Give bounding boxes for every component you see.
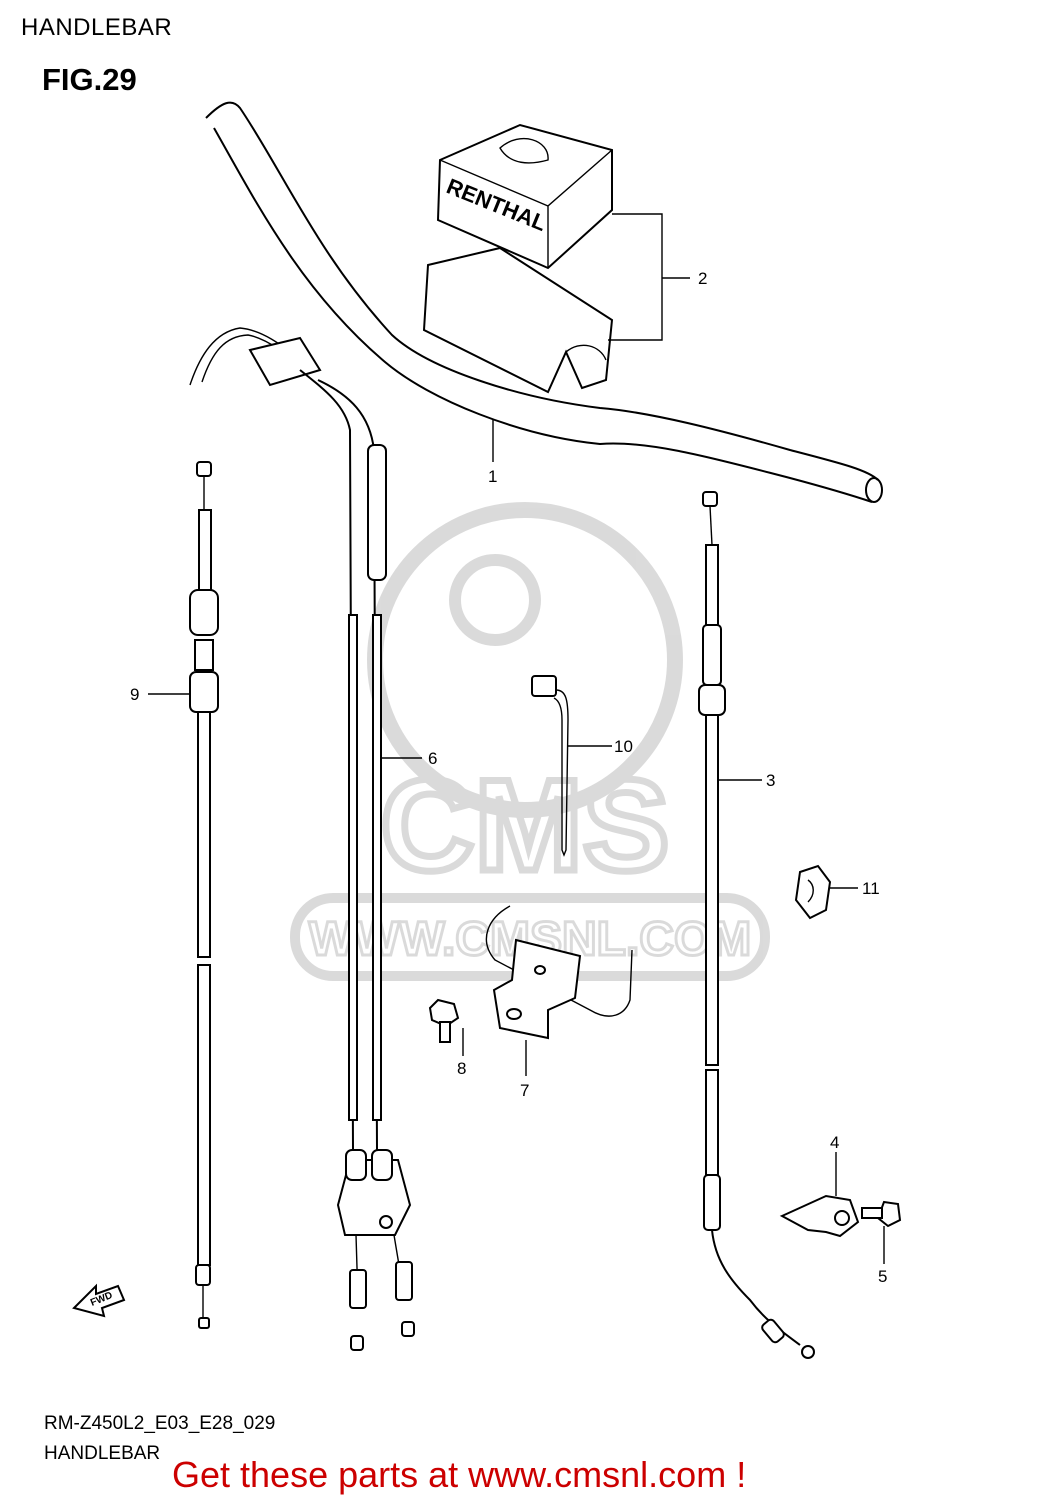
hot-start-cable xyxy=(189,461,219,1329)
callout-label-2: 2 xyxy=(698,269,707,288)
diagram-model-code: RM-Z450L2_E03_E28_029 xyxy=(44,1413,276,1434)
callout-label-5: 5 xyxy=(878,1267,887,1286)
promo-link[interactable]: Get these parts at www.cmsnl.com ! xyxy=(172,1454,747,1495)
callout-bracket-2 xyxy=(608,213,690,341)
callout-label-6: 6 xyxy=(428,749,437,768)
figure-number: FIG.29 xyxy=(42,62,137,97)
throttle-cable-set xyxy=(189,327,415,1351)
bracket xyxy=(485,905,633,1040)
cable-clamp xyxy=(794,864,832,920)
callout-label-1: 1 xyxy=(488,467,497,486)
callout-label-4: 4 xyxy=(830,1133,839,1152)
clutch-cable xyxy=(698,491,815,1359)
throttle-adjuster-sleeve xyxy=(367,444,387,581)
callout-label-11: 11 xyxy=(862,879,880,898)
page-header-title: HANDLEBAR xyxy=(21,14,173,41)
cable-guide xyxy=(779,1194,860,1238)
callout-label-7: 7 xyxy=(520,1081,529,1100)
watermark-goggles xyxy=(449,554,541,646)
watermark-logo: CMS xyxy=(381,752,670,898)
callout-label-3: 3 xyxy=(766,771,775,790)
wiring-lead xyxy=(531,675,569,857)
diagram-footer-title: HANDLEBAR xyxy=(44,1443,161,1464)
callout-label-9: 9 xyxy=(130,685,139,704)
callout-label-8: 8 xyxy=(457,1059,466,1078)
handlebar xyxy=(205,101,883,503)
handlebar-pad-set: RENTHAL xyxy=(422,123,614,394)
guide-bolt xyxy=(861,1200,902,1228)
bracket-bolt xyxy=(428,998,460,1043)
callout-label-10: 10 xyxy=(614,737,633,756)
cms-watermark: CMS WWW.CMSNL.COM xyxy=(290,502,770,981)
forward-direction-arrow: FWD xyxy=(72,1283,126,1318)
